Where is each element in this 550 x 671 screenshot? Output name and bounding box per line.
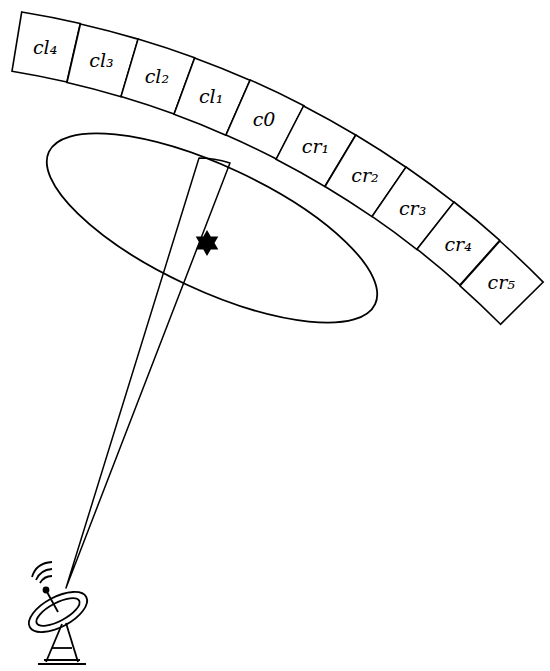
- cell-label: cl₄: [33, 38, 57, 57]
- cell-label: cl₃: [89, 51, 113, 70]
- radar-antenna: [23, 562, 94, 664]
- cell-label: cl₁: [199, 87, 223, 106]
- target-ellipse: [23, 96, 402, 361]
- cell-label: cl₂: [145, 67, 169, 86]
- cell-label: cr₄: [444, 235, 471, 254]
- cell-shape: [460, 241, 543, 324]
- cell-label: c0: [253, 110, 276, 129]
- target-star: [196, 230, 219, 256]
- cell-label: cr₂: [351, 166, 378, 185]
- cell-label: cr₁: [302, 137, 329, 156]
- cell-label: cr₅: [488, 273, 515, 292]
- cell-label: cr₃: [399, 199, 426, 218]
- radar-beam: [66, 158, 230, 588]
